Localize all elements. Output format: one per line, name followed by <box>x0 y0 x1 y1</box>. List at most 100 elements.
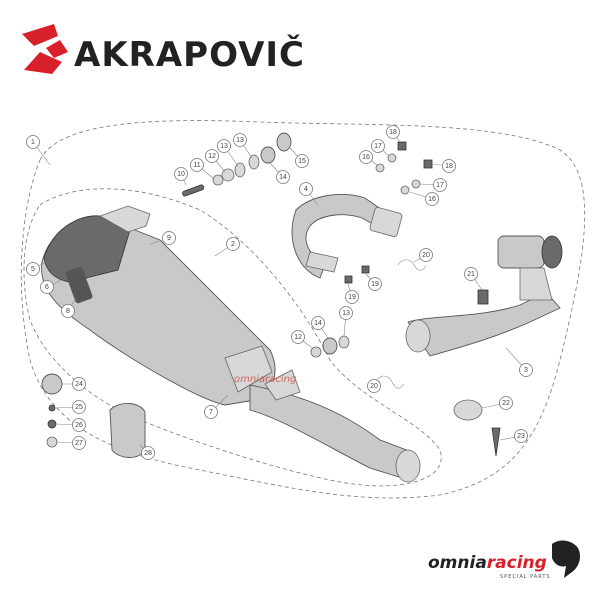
callout-21: 21 <box>464 267 478 281</box>
grommet-14 <box>260 146 276 164</box>
callout-number: 14 <box>314 320 322 327</box>
omniaracing-logo: omniaracing SPECIAL PARTS <box>428 540 580 580</box>
callout-1: 1 <box>26 135 40 149</box>
bracket-23 <box>491 427 501 457</box>
brand-name: AKRAPOVIČ <box>74 34 305 75</box>
callout-circle <box>339 306 353 320</box>
callout-13: 13 <box>217 139 231 153</box>
callout-25: 25 <box>72 400 86 414</box>
callout-circle <box>359 150 373 164</box>
callout-number: 28 <box>144 450 152 457</box>
callout-number: 20 <box>370 383 378 390</box>
ring-13a <box>234 162 246 178</box>
callout-20: 20 <box>419 248 433 262</box>
header-pipe-4 <box>291 193 403 279</box>
nut-16a <box>375 163 385 173</box>
callout-circle <box>371 139 385 153</box>
callout-circle <box>299 182 313 196</box>
callout-number: 14 <box>279 174 287 181</box>
griffin-emblem-icon <box>552 540 580 578</box>
washer-11 <box>212 174 224 186</box>
callout-7: 7 <box>204 405 218 419</box>
silencer-logo-plate <box>65 266 93 304</box>
bolt-10 <box>182 184 205 197</box>
nut-16b <box>400 185 410 195</box>
callout-number: 16 <box>362 154 370 161</box>
callout-number: 20 <box>422 252 430 259</box>
callout-number: 6 <box>45 284 49 291</box>
ring-27 <box>46 436 58 448</box>
callout-2: 2 <box>226 237 240 251</box>
spring-20b <box>375 375 405 389</box>
callout-23: 23 <box>514 429 528 443</box>
callout-number: 9 <box>167 235 171 242</box>
callout-circle <box>141 446 155 460</box>
callout-circle <box>72 418 86 432</box>
bushing-15 <box>276 132 292 152</box>
nut-26 <box>47 419 57 429</box>
callout-circle <box>367 379 381 393</box>
small-hardware <box>41 132 501 458</box>
callout-circle <box>72 377 86 391</box>
watermark-text: omniaracing <box>234 374 296 385</box>
callout-number: 15 <box>298 158 306 165</box>
callout-number: 16 <box>428 196 436 203</box>
header-pipe-3-inlet <box>405 319 431 353</box>
callout-18: 18 <box>442 159 456 173</box>
callout-14: 14 <box>311 316 325 330</box>
callout-number: 22 <box>502 400 510 407</box>
callout-circle <box>514 429 528 443</box>
footer-logo-tagline: SPECIAL PARTS <box>500 574 551 580</box>
callout-number: 8 <box>66 308 70 315</box>
washer-17a <box>387 153 397 163</box>
callout-circle <box>72 400 86 414</box>
grommet-14b <box>322 337 338 355</box>
callout-circle <box>368 277 382 291</box>
callout-18: 18 <box>386 125 400 139</box>
ring-13c <box>338 335 350 349</box>
header-pipe-4-mount <box>305 251 339 273</box>
callout-24: 24 <box>72 377 86 391</box>
akrapovic-logo: AKRAPOVIČ <box>22 24 305 75</box>
callout-circle <box>217 139 231 153</box>
callout-number: 3 <box>524 367 528 374</box>
callout-number: 18 <box>389 129 397 136</box>
callout-12: 12 <box>291 330 305 344</box>
header-pipe-3-bracket <box>519 267 553 301</box>
callout-number: 4 <box>304 186 308 193</box>
callout-number: 5 <box>31 266 35 273</box>
callout-circle <box>519 363 533 377</box>
bracket-21 <box>477 289 489 305</box>
callout-labels: 1234567891011121313141516171818171620191… <box>26 125 533 460</box>
callout-circle <box>61 304 75 318</box>
callout-number: 19 <box>348 294 356 301</box>
callout-circle <box>26 262 40 276</box>
callout-28: 28 <box>141 446 155 460</box>
callout-10: 10 <box>174 167 188 181</box>
callout-circle <box>291 330 305 344</box>
callout-20: 20 <box>367 379 381 393</box>
header-pipe-3 <box>405 235 563 357</box>
callout-13: 13 <box>233 133 247 147</box>
callout-number: 1 <box>31 139 35 146</box>
callout-circle <box>499 396 513 410</box>
washer-25 <box>48 404 56 412</box>
callout-number: 10 <box>177 171 185 178</box>
washer-17b <box>411 179 421 189</box>
callout-circle <box>26 135 40 149</box>
callout-6: 6 <box>40 280 54 294</box>
footer-logo-name-part1: omnia <box>428 553 487 573</box>
callout-number: 11 <box>193 162 200 169</box>
callout-number: 26 <box>75 422 83 429</box>
callout-number: 17 <box>374 143 382 150</box>
callout-14: 14 <box>276 170 290 184</box>
callout-15: 15 <box>295 154 309 168</box>
callout-22: 22 <box>499 396 513 410</box>
callout-circle <box>464 267 478 281</box>
damper-28 <box>109 403 146 458</box>
callout-number: 2 <box>231 241 235 248</box>
callout-circle <box>425 192 439 206</box>
svg-text:omniaracing: omniaracing <box>428 553 547 573</box>
callout-4: 4 <box>299 182 313 196</box>
callout-17: 17 <box>433 178 447 192</box>
